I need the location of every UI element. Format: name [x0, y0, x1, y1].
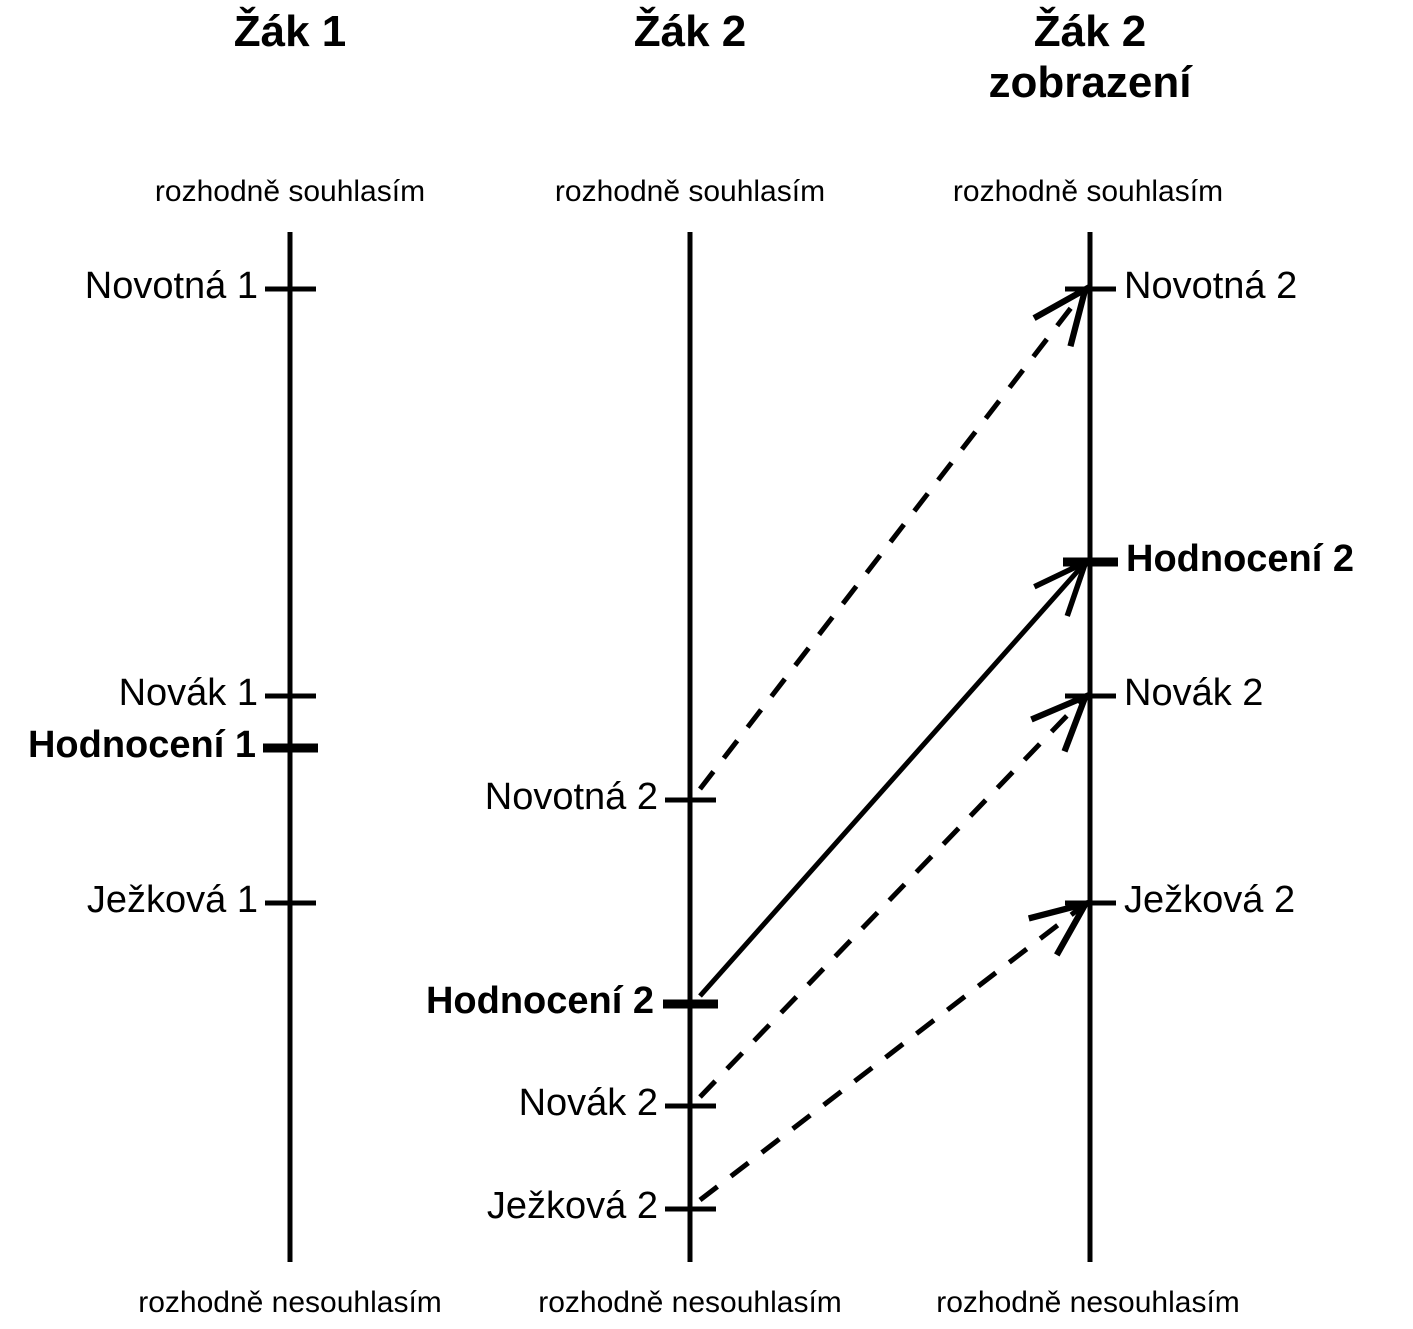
top-anchor-zak2: rozhodně souhlasím: [554, 175, 826, 208]
point-label-novotna-2-zobrazeni: Novotná 2: [1124, 265, 1298, 307]
point-label-hodnoceni-2-zak2: Hodnocení 2: [425, 980, 654, 1022]
point-label-novak-2-zobrazeni: Novák 2: [1124, 672, 1264, 714]
point-label-jezkova-2-zobrazeni: Ježková 2: [1124, 879, 1296, 921]
connector-hodnoceni-2: [698, 564, 1084, 998]
point-label-novak-1: Novák 1: [118, 672, 258, 714]
connector-jezkova-2: [698, 898, 1092, 1202]
bottom-anchor-zak2-zobrazeni: rozhodně nesouhlasím: [936, 1286, 1240, 1319]
column-title-zak2-zobrazeni: Žák 2 zobrazení: [988, 7, 1192, 108]
column-title-zak2: Žák 2: [633, 7, 747, 56]
bottom-anchor-zak1: rozhodně nesouhlasím: [138, 1286, 442, 1319]
point-label-hodnoceni-2-zobrazeni: Hodnocení 2: [1126, 538, 1355, 580]
top-anchor-zak1: rozhodně souhlasím: [154, 175, 426, 208]
point-label-novotna-2-zak2: Novotná 2: [484, 776, 658, 818]
point-label-jezkova-1: Ježková 1: [86, 879, 258, 921]
top-anchor-zak2-zobrazeni: rozhodně souhlasím: [952, 175, 1224, 208]
point-label-novotna-1: Novotná 1: [84, 265, 258, 307]
point-label-novak-2-zak2: Novák 2: [518, 1082, 658, 1124]
point-label-jezkova-2-zak2: Ježková 2: [486, 1185, 658, 1227]
connector-novak-2: [698, 690, 1091, 1099]
column-title-zak1: Žák 1: [233, 7, 347, 56]
connector-novotna-2: [698, 283, 1091, 791]
point-label-hodnoceni-1: Hodnocení 1: [27, 724, 256, 766]
bottom-anchor-zak2: rozhodně nesouhlasím: [538, 1286, 842, 1319]
